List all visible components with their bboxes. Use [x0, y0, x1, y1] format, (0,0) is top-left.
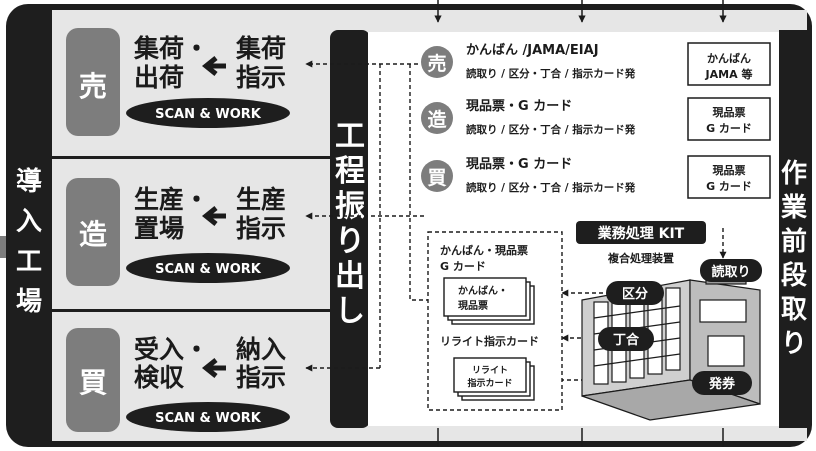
- scan-work-pill[interactable]: [126, 253, 290, 283]
- right-band-title-char: 段: [781, 260, 807, 291]
- work-row-title: かんばん /JAMA/EIAJ: [466, 43, 599, 58]
- work-badge-label: 買: [427, 167, 446, 189]
- scan-work-label: SCAN & WORK: [155, 262, 262, 277]
- row-badge-make: [66, 178, 120, 286]
- scan-work-label: SCAN & WORK: [155, 411, 262, 426]
- work-row-title: 現品票・G カード: [466, 98, 572, 114]
- row-to-line: 指示: [236, 363, 286, 392]
- kit-label-issue-text: 発券: [708, 376, 736, 392]
- work-row-make: 造 現品票・G カード 読取り / 区分・丁合 / 指示カード発 現品票 G カ…: [421, 97, 771, 141]
- card-stack-line: かんばん・: [458, 284, 508, 297]
- row-badge-sell: [66, 28, 120, 136]
- work-row-subtitle: 読取り / 区分・丁合 / 指示カード発: [466, 67, 636, 80]
- work-badge: [421, 46, 453, 78]
- center-band-title-char: 工: [335, 119, 365, 154]
- center-band-title-char: 程: [335, 154, 365, 189]
- row-sell: 売 集荷・ 出荷 集荷 指示 SCAN & WORK: [66, 28, 290, 136]
- left-band-title-char: 導: [16, 166, 42, 197]
- media-box-line: JAMA 等: [705, 67, 753, 81]
- row-to-line: 集荷: [235, 34, 286, 63]
- kit-title-badge: [576, 221, 706, 244]
- kit-label-sort-text: 区分: [622, 286, 648, 302]
- row-make: 造 生産・ 置場 生産 指示 SCAN & WORK: [66, 178, 290, 286]
- row-from-line: 出荷: [134, 63, 184, 92]
- card-stack-line: 指示カード: [467, 377, 512, 389]
- scan-work-pill[interactable]: [126, 98, 290, 128]
- row-badge-label: 売: [79, 70, 107, 103]
- row-badge-label: 買: [79, 366, 107, 399]
- output-label: かんばん・現品票: [440, 243, 528, 257]
- row-from-line: 集荷・: [133, 34, 209, 63]
- right-band-title-char: 取: [781, 295, 807, 325]
- left-arrow-icon: [201, 206, 226, 226]
- right-band-title-char: 作: [781, 159, 807, 189]
- kit-label-issue: [692, 371, 752, 395]
- right-band-title-char: 前: [781, 226, 807, 257]
- center-band-title-char: し: [335, 294, 365, 329]
- media-box: [687, 155, 771, 199]
- row-to-line: 指示: [236, 63, 286, 92]
- work-row-subtitle: 読取り / 区分・丁合 / 指示カード発: [466, 123, 636, 136]
- card-stack-line: 現品票: [458, 300, 488, 312]
- output-panel: かんばん・現品票 G カード かんばん・ 現品票 リライト指示カード リライト …: [427, 231, 563, 411]
- kit-label-collate: [598, 327, 654, 351]
- left-band-title-char: 場: [16, 287, 42, 317]
- media-box-line: かんばん: [707, 51, 751, 65]
- center-band: [330, 30, 370, 428]
- edge-tab: [0, 236, 6, 258]
- row-from-line: 生産・: [134, 185, 209, 214]
- kit-label-read: [700, 259, 762, 282]
- center-band-title-char: 振: [335, 189, 365, 224]
- kit-subtitle: 複合処理装置: [607, 251, 674, 265]
- work-badge: [421, 160, 453, 192]
- work-row-buy: 買 現品票・G カード 読取り / 区分・丁合 / 指示カード発 現品票 G カ…: [421, 155, 771, 199]
- card-stack-front: [453, 357, 527, 393]
- scan-work-label: SCAN & WORK: [155, 107, 262, 122]
- media-box-line: 現品票: [713, 106, 746, 119]
- output-label: リライト指示カード: [440, 334, 539, 348]
- row-from-line: 検収: [134, 363, 185, 392]
- left-band-title-char: 工: [16, 247, 42, 277]
- row-badge-label: 造: [79, 218, 107, 251]
- kit-title: 業務処理 KIT: [597, 225, 685, 242]
- left-arrow-icon: [201, 56, 226, 76]
- right-band-title-char: り: [781, 329, 807, 359]
- work-row-title: 現品票・G カード: [466, 156, 572, 172]
- work-badge: [421, 102, 453, 134]
- left-arrow-icon: [201, 358, 226, 378]
- left-band-title-char: 入: [16, 207, 42, 237]
- row-from-line: 受入・: [134, 335, 209, 364]
- media-box-line: 現品票: [713, 164, 746, 177]
- card-stack-front: [443, 277, 527, 317]
- right-band-title-char: 業: [781, 193, 807, 223]
- row-badge-buy: [66, 328, 120, 432]
- right-band: [779, 30, 809, 428]
- kit-label-read-text: 読取り: [711, 264, 750, 280]
- work-badge-label: 売: [427, 52, 446, 75]
- media-box-line: G カード: [706, 122, 752, 135]
- work-row-subtitle: 読取り / 区分・丁合 / 指示カード発: [466, 181, 636, 194]
- media-box-line: G カード: [706, 180, 752, 193]
- work-badge-label: 造: [427, 108, 447, 131]
- kit-label-sort: [606, 281, 664, 305]
- work-row-sell: 売 かんばん /JAMA/EIAJ 読取り / 区分・丁合 / 指示カード発 か…: [421, 42, 771, 86]
- row-from-line: 置場: [134, 214, 184, 243]
- media-box: [687, 42, 771, 86]
- center-band-title-char: 出: [335, 259, 365, 294]
- center-band-title-char: り: [335, 224, 365, 259]
- row-to-line: 納入: [236, 335, 286, 364]
- scan-work-pill[interactable]: [126, 402, 290, 432]
- row-to-line: 生産: [236, 185, 286, 214]
- column-lines: [434, 0, 727, 447]
- row-to-line: 指示: [236, 214, 286, 243]
- card-stack-line: リライト: [472, 365, 508, 376]
- row-buy: 買 受入・ 検収 納入 指示 SCAN & WORK: [66, 328, 290, 432]
- media-box: [687, 97, 771, 141]
- output-label: G カード: [440, 260, 486, 273]
- kit-label-collate-text: 丁合: [613, 332, 640, 348]
